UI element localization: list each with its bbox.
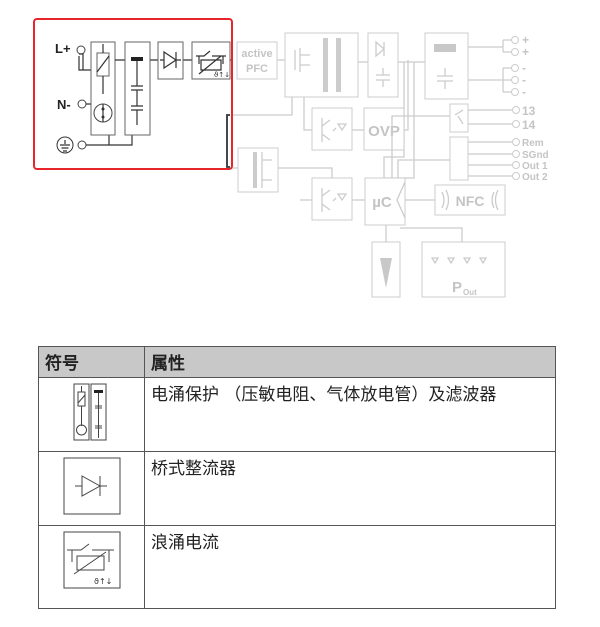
input-stage: L+ N- ϑ↑↓	[33, 18, 233, 170]
uc-label: µC	[372, 194, 392, 211]
ovp-block	[363, 107, 405, 151]
description-cell: 桥式整流器	[144, 451, 556, 526]
pfc-block	[236, 41, 278, 80]
block-diagram: active PFC + + - - - OVP 13 14 Rem	[33, 18, 549, 298]
pout-subscript: Out	[463, 288, 477, 297]
optocoupler-block	[311, 107, 353, 151]
aux-transformer-block	[237, 147, 279, 193]
signal-out2: Out 2	[522, 172, 548, 183]
symbol-cell	[38, 377, 145, 452]
signal-out1: Out 1	[522, 161, 548, 172]
pfc-label-1: active	[241, 48, 272, 60]
symbol-table: 符号 属性 电涌保护 （压敏电阻、气体放电管）及滤波器 桥式整流器	[38, 346, 556, 609]
description-cell: 浪涌电流	[144, 525, 556, 609]
output-minus-2: -	[522, 73, 526, 87]
nfc-label: NFC	[456, 193, 485, 209]
output-minus-1: -	[522, 61, 526, 75]
signal-rem: Rem	[522, 138, 544, 149]
output-filter-block	[424, 32, 469, 100]
pout-label: P	[452, 279, 462, 296]
transformer-block	[284, 32, 359, 98]
pfc-label-2: PFC	[246, 63, 268, 75]
surge-filter-symbol-icon	[73, 383, 106, 441]
terminal-l-plus-label: L+	[55, 41, 71, 56]
ground-icon	[56, 136, 74, 154]
inrush-current-symbol-icon: ϑ↑↓	[63, 531, 120, 589]
table-header-row: 符号 属性	[38, 346, 556, 378]
table-row: ϑ↑↓ 浪涌电流	[38, 525, 556, 609]
bridge-rectifier-symbol-icon	[63, 457, 120, 515]
symbol-cell: ϑ↑↓	[38, 525, 145, 609]
table-row: 电涌保护 （压敏电阻、气体放电管）及滤波器	[38, 377, 556, 452]
relay-terminal-13: 13	[522, 104, 536, 118]
output-plus-2: +	[522, 45, 529, 59]
highlight-box	[33, 18, 233, 170]
header-symbol: 符号	[38, 346, 145, 378]
relay-terminal-14: 14	[522, 118, 536, 132]
pout-led-block	[421, 241, 506, 298]
signal-sgnd: SGnd	[522, 150, 549, 161]
rectifier-cap-block	[367, 32, 399, 98]
optocoupler-block-2	[311, 177, 353, 221]
faded-power-supply-blocks: active PFC + + - - - OVP 13 14 Rem	[232, 32, 549, 298]
ovp-label: OVP	[368, 123, 400, 140]
header-property: 属性	[144, 346, 556, 378]
description-cell: 电涌保护 （压敏电阻、气体放电管）及滤波器	[144, 377, 556, 452]
terminal-n-minus-label: N-	[57, 97, 71, 112]
output-plus-1: +	[522, 33, 529, 47]
temperature-arrows-icon: ϑ↑↓	[214, 71, 230, 79]
signal-interface-block	[449, 136, 469, 181]
svg-text:ϑ↑↓: ϑ↑↓	[94, 577, 112, 586]
output-minus-3: -	[522, 85, 526, 99]
table-row: 桥式整流器	[38, 451, 556, 526]
symbol-cell	[38, 451, 145, 526]
